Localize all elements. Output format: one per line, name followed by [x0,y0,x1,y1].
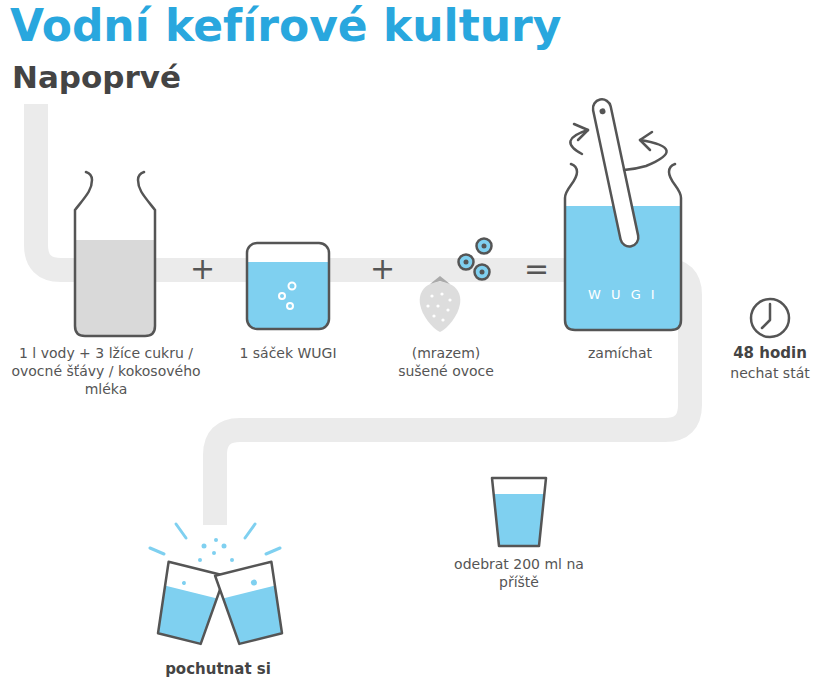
equals-sign: = [524,254,549,284]
clock-icon [751,299,789,337]
toast-icon [150,524,289,646]
step-node: zamíchat [565,344,675,362]
step-text: zamíchat [565,344,675,362]
step-text: 1 sáček WUGI [228,344,348,362]
step-node: 48 hodinnechat stát [722,344,818,382]
diagram-title: Vodní kefírové kultury [10,2,561,50]
step-text: odebrat 200 ml na příště [449,555,589,591]
subtitle: Napoprvé [12,60,181,94]
glass-icon [485,478,555,554]
step-node: (mrazem) sušené ovoce [391,344,501,380]
plus-sign: + [190,254,215,284]
bottle-icon [60,172,170,350]
step-text: pochutnat si [153,660,283,680]
jar-logo: W U G I [588,288,658,301]
step-text: 48 hodin [722,344,818,364]
step-node: 1 sáček WUGI [228,344,348,362]
step-text: (mrazem) sušené ovoce [391,344,501,380]
plus-sign: + [370,254,395,284]
step-node: 1 l vody + 3 lžíce cukru / ovocné šťávy … [6,344,206,399]
step-text: nechat stát [722,364,818,382]
step-text: 1 l vody + 3 lžíce cukru / ovocné šťávy … [6,344,206,399]
step-node: odebrat 200 ml na příště [449,555,589,591]
sachet-icon [240,243,340,342]
step-node: pochutnat si [153,660,283,680]
jar-icon [555,98,695,336]
fruit-icon [420,239,492,333]
